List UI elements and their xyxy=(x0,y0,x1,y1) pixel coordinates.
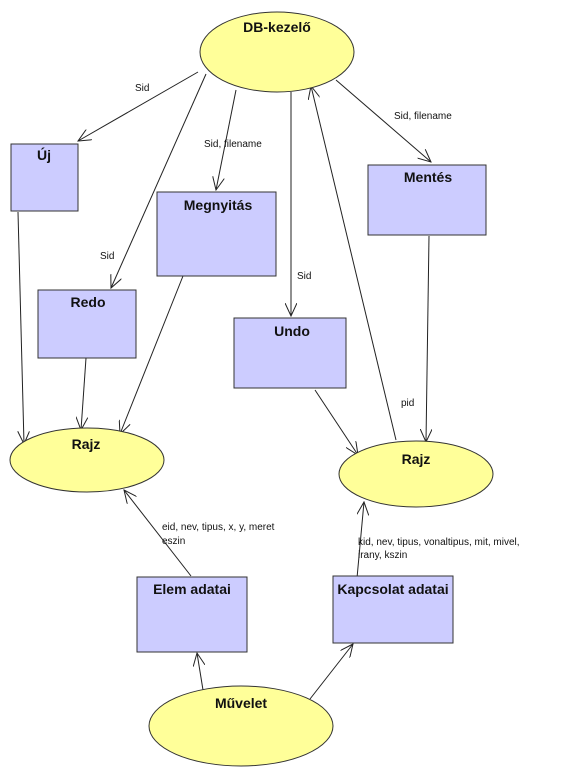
node-redo-shape xyxy=(37,289,137,359)
node-megnyitas-shape xyxy=(156,191,277,277)
node-redo-label: Redo xyxy=(71,294,106,310)
edge-db-to-uj xyxy=(78,71,199,141)
box-nodes: Új Megnyitás Mentés Redo Undo Elem adata… xyxy=(10,143,487,653)
label-db-to-megnyitas: Sid, filename xyxy=(204,139,262,150)
node-kapcsolat-adatai-label: Kapcsolat adatai xyxy=(337,581,448,597)
label-db-to-mentes: Sid, filename xyxy=(394,111,452,122)
edge-rajz-right-to-db xyxy=(311,86,397,441)
edge-labels: Sid Sid, filename Sid Sid Sid, filename … xyxy=(100,83,520,561)
node-elem-adatai: Elem adatai xyxy=(136,576,248,653)
node-db-kezelo-shape xyxy=(199,11,355,93)
node-rajz-right: Rajz xyxy=(338,440,494,508)
node-uj-label: Új xyxy=(37,146,51,163)
edge-redo-to-rajz-left xyxy=(81,357,86,430)
node-uj-shape xyxy=(10,143,79,212)
node-mentes-label: Mentés xyxy=(404,169,452,185)
node-muvelet-label: Művelet xyxy=(215,695,267,711)
node-mentes-shape xyxy=(367,164,487,236)
node-elem-adatai-shape xyxy=(136,576,248,653)
node-kapcsolat-adatai-shape xyxy=(332,575,454,644)
edge-muvelet-to-kapcsolat xyxy=(309,644,353,700)
edge-uj-to-rajz-left xyxy=(17,211,24,444)
edge-megnyitas-to-rajz-left xyxy=(120,275,184,434)
label-kapcsolat-line2: irany, kszin xyxy=(358,550,407,561)
node-rajz-left-shape xyxy=(9,427,165,493)
label-db-to-redo: Sid xyxy=(100,251,114,262)
edge-db-to-mentes xyxy=(335,79,431,162)
node-muvelet: Művelet xyxy=(148,685,334,767)
label-mentes-to-rajz: pid xyxy=(401,398,414,409)
edge-kapcsolat-to-rajz-right xyxy=(356,502,364,579)
node-rajz-right-shape xyxy=(338,440,494,508)
label-elem-adatai-line1: eid, nev, tipus, x, y, meret xyxy=(162,522,275,533)
node-rajz-left: Rajz xyxy=(9,427,165,493)
edge-mentes-to-rajz-right xyxy=(426,235,429,442)
node-elem-adatai-label: Elem adatai xyxy=(153,581,231,597)
edge-db-to-redo xyxy=(111,73,207,288)
node-redo: Redo xyxy=(37,289,137,359)
ellipse-nodes: DB-kezelő Rajz Rajz Művelet xyxy=(9,11,494,767)
label-kapcsolat-line1: kid, nev, tipus, vonaltipus, mit, mivel, xyxy=(358,537,520,548)
edge-muvelet-to-elem-adatai xyxy=(197,653,203,691)
edge-undo-to-rajz-right xyxy=(314,389,358,455)
node-undo-shape xyxy=(233,317,347,389)
node-mentes: Mentés xyxy=(367,164,487,236)
node-db-kezelo-label: DB-kezelő xyxy=(243,19,311,35)
edge-db-to-megnyitas xyxy=(216,89,237,190)
label-db-to-undo: Sid xyxy=(297,271,311,282)
node-muvelet-shape xyxy=(148,685,334,767)
edge-elem-adatai-to-rajz-left xyxy=(124,490,192,577)
node-rajz-left-label: Rajz xyxy=(72,436,101,452)
node-megnyitas-label: Megnyitás xyxy=(184,197,253,213)
node-undo: Undo xyxy=(233,317,347,389)
node-kapcsolat-adatai: Kapcsolat adatai xyxy=(332,575,454,644)
node-megnyitas: Megnyitás xyxy=(156,191,277,277)
node-undo-label: Undo xyxy=(274,323,310,339)
label-db-to-uj: Sid xyxy=(135,83,149,94)
node-uj: Új xyxy=(10,143,79,212)
label-elem-adatai-line2: eszin xyxy=(162,536,185,547)
node-db-kezelo: DB-kezelő xyxy=(199,11,355,93)
node-rajz-right-label: Rajz xyxy=(402,451,431,467)
edges xyxy=(17,71,431,700)
